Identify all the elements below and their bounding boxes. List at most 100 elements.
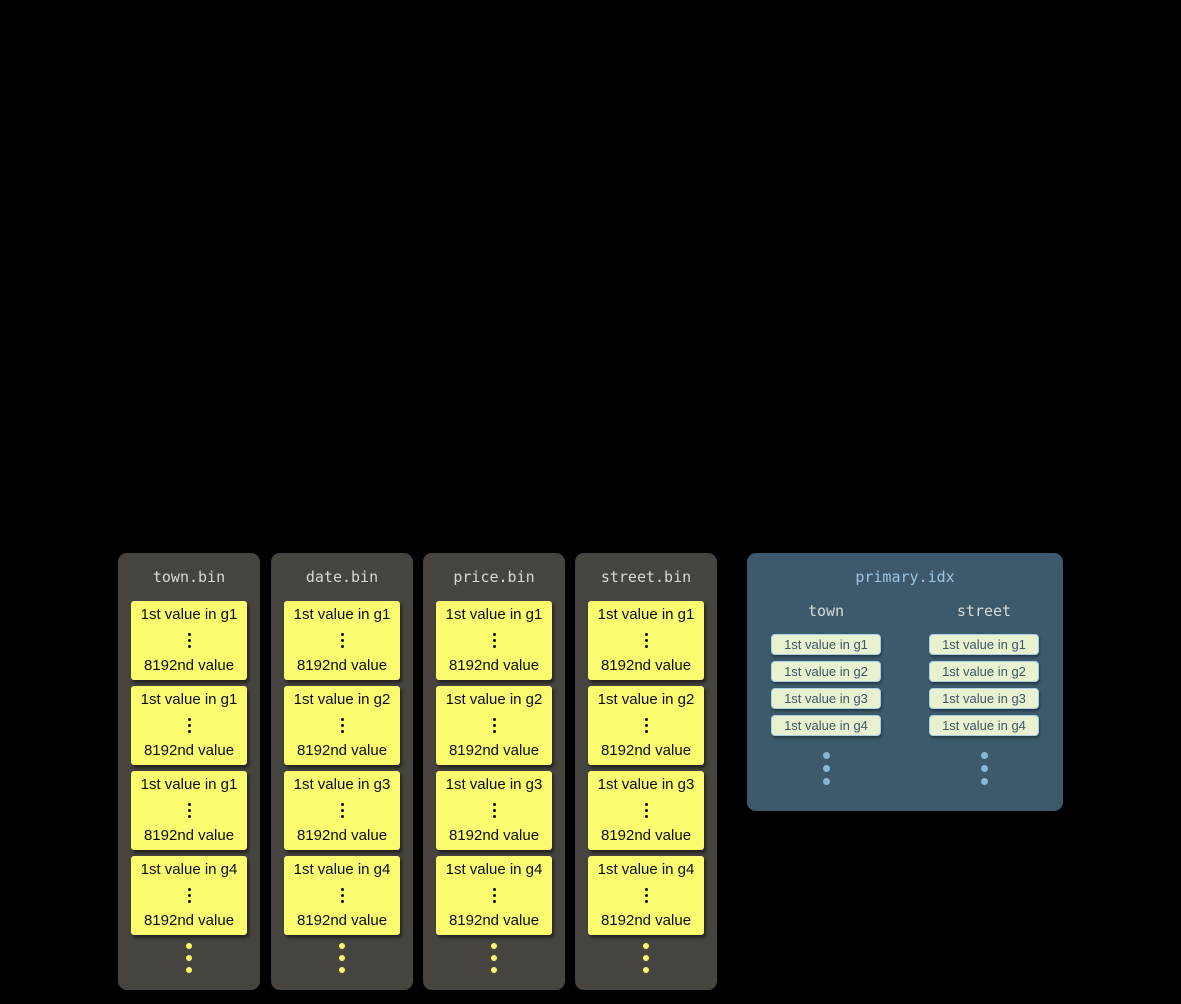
granule-card-stack: 1st value in g1 8192nd value 1st value i… [131, 601, 247, 935]
more-granules-dots-icon [575, 943, 717, 973]
granule-card: 1st value in g2 8192nd value [284, 686, 400, 765]
dot [187, 893, 191, 897]
granule-first-value: 1st value in g1 [445, 606, 543, 623]
dot [187, 644, 191, 648]
granule-card-stack: 1st value in g1 8192nd value 1st value i… [436, 601, 552, 935]
index-entry-pill: 1st value in g3 [929, 688, 1039, 709]
vertical-ellipsis-icon [340, 802, 344, 818]
vertical-ellipsis-icon [187, 632, 191, 648]
bin-file-title: date.bin [305, 568, 379, 586]
dot [339, 955, 345, 961]
dot [340, 893, 344, 897]
dot [187, 899, 191, 903]
dot [187, 814, 191, 818]
dot [491, 943, 497, 949]
index-entry-pill: 1st value in g2 [771, 661, 881, 682]
dot [492, 808, 496, 812]
granule-first-value: 1st value in g2 [293, 691, 391, 708]
granule-last-value: 8192nd value [296, 657, 388, 674]
granule-last-value: 8192nd value [143, 657, 235, 674]
granule-first-value: 1st value in g1 [293, 606, 391, 623]
granule-last-value: 8192nd value [448, 657, 540, 674]
dot [492, 802, 496, 806]
dot [340, 723, 344, 727]
dot [644, 814, 648, 818]
granule-last-value: 8192nd value [296, 742, 388, 759]
granule-card-stack: 1st value in g1 8192nd value 1st value i… [284, 601, 400, 935]
granule-card: 1st value in g1 8192nd value [131, 771, 247, 850]
more-entries-dots-icon [980, 752, 988, 785]
granule-first-value: 1st value in g4 [597, 861, 695, 878]
vertical-ellipsis-icon [492, 632, 496, 648]
granule-card: 1st value in g4 8192nd value [131, 856, 247, 935]
index-entry-pill: 1st value in g1 [771, 634, 881, 655]
index-entry-pill: 1st value in g2 [929, 661, 1039, 682]
granule-first-value: 1st value in g1 [140, 691, 238, 708]
dot [644, 893, 648, 897]
dot [643, 967, 649, 973]
granule-card: 1st value in g1 8192nd value [436, 601, 552, 680]
bin-column-date: date.bin 1st value in g1 8192nd value 1s… [271, 553, 413, 990]
dot [340, 887, 344, 891]
granule-last-value: 8192nd value [600, 657, 692, 674]
granule-first-value: 1st value in g4 [445, 861, 543, 878]
granule-last-value: 8192nd value [296, 912, 388, 929]
dot [644, 802, 648, 806]
granule-last-value: 8192nd value [143, 827, 235, 844]
vertical-ellipsis-icon [644, 632, 648, 648]
dot [187, 729, 191, 733]
dot [492, 729, 496, 733]
index-entry-pill: 1st value in g1 [929, 634, 1039, 655]
dot [644, 717, 648, 721]
dot [340, 729, 344, 733]
dot [822, 752, 830, 759]
dot [340, 802, 344, 806]
granule-card: 1st value in g1 8192nd value [131, 601, 247, 680]
dot [492, 723, 496, 727]
vertical-ellipsis-icon [187, 717, 191, 733]
vertical-ellipsis-icon [492, 887, 496, 903]
dot [186, 955, 192, 961]
dot [492, 899, 496, 903]
granule-first-value: 1st value in g4 [140, 861, 238, 878]
dot [822, 765, 830, 772]
granule-card: 1st value in g1 8192nd value [131, 686, 247, 765]
dot [187, 802, 191, 806]
dot [980, 765, 988, 772]
more-entries-dots-icon [822, 752, 830, 785]
granule-first-value: 1st value in g1 [140, 606, 238, 623]
dot [644, 723, 648, 727]
granule-last-value: 8192nd value [143, 912, 235, 929]
dot [187, 632, 191, 636]
vertical-ellipsis-icon [644, 887, 648, 903]
granule-card: 1st value in g2 8192nd value [588, 686, 704, 765]
granule-card: 1st value in g1 8192nd value [284, 601, 400, 680]
dot [980, 752, 988, 759]
index-entry-pill: 1st value in g4 [929, 715, 1039, 736]
granule-last-value: 8192nd value [296, 827, 388, 844]
dot [644, 638, 648, 642]
dot [340, 644, 344, 648]
dot [492, 893, 496, 897]
granule-card: 1st value in g1 8192nd value [588, 601, 704, 680]
vertical-ellipsis-icon [340, 717, 344, 733]
dot [187, 808, 191, 812]
vertical-ellipsis-icon [187, 887, 191, 903]
granule-card: 1st value in g2 8192nd value [436, 686, 552, 765]
granule-card: 1st value in g3 8192nd value [588, 771, 704, 850]
dot [340, 717, 344, 721]
index-column-header: street [956, 602, 1012, 620]
granule-card: 1st value in g4 8192nd value [588, 856, 704, 935]
primary-index-columns: town 1st value in g1 1st value in g2 1st… [747, 602, 1063, 785]
dot [492, 717, 496, 721]
more-granules-dots-icon [271, 943, 413, 973]
dot [187, 638, 191, 642]
granule-first-value: 1st value in g3 [445, 776, 543, 793]
bin-file-title: town.bin [152, 568, 226, 586]
dot [644, 632, 648, 636]
granule-first-value: 1st value in g2 [597, 691, 695, 708]
granule-last-value: 8192nd value [448, 827, 540, 844]
primary-index-title: primary.idx [855, 568, 955, 586]
granule-first-value: 1st value in g1 [597, 606, 695, 623]
